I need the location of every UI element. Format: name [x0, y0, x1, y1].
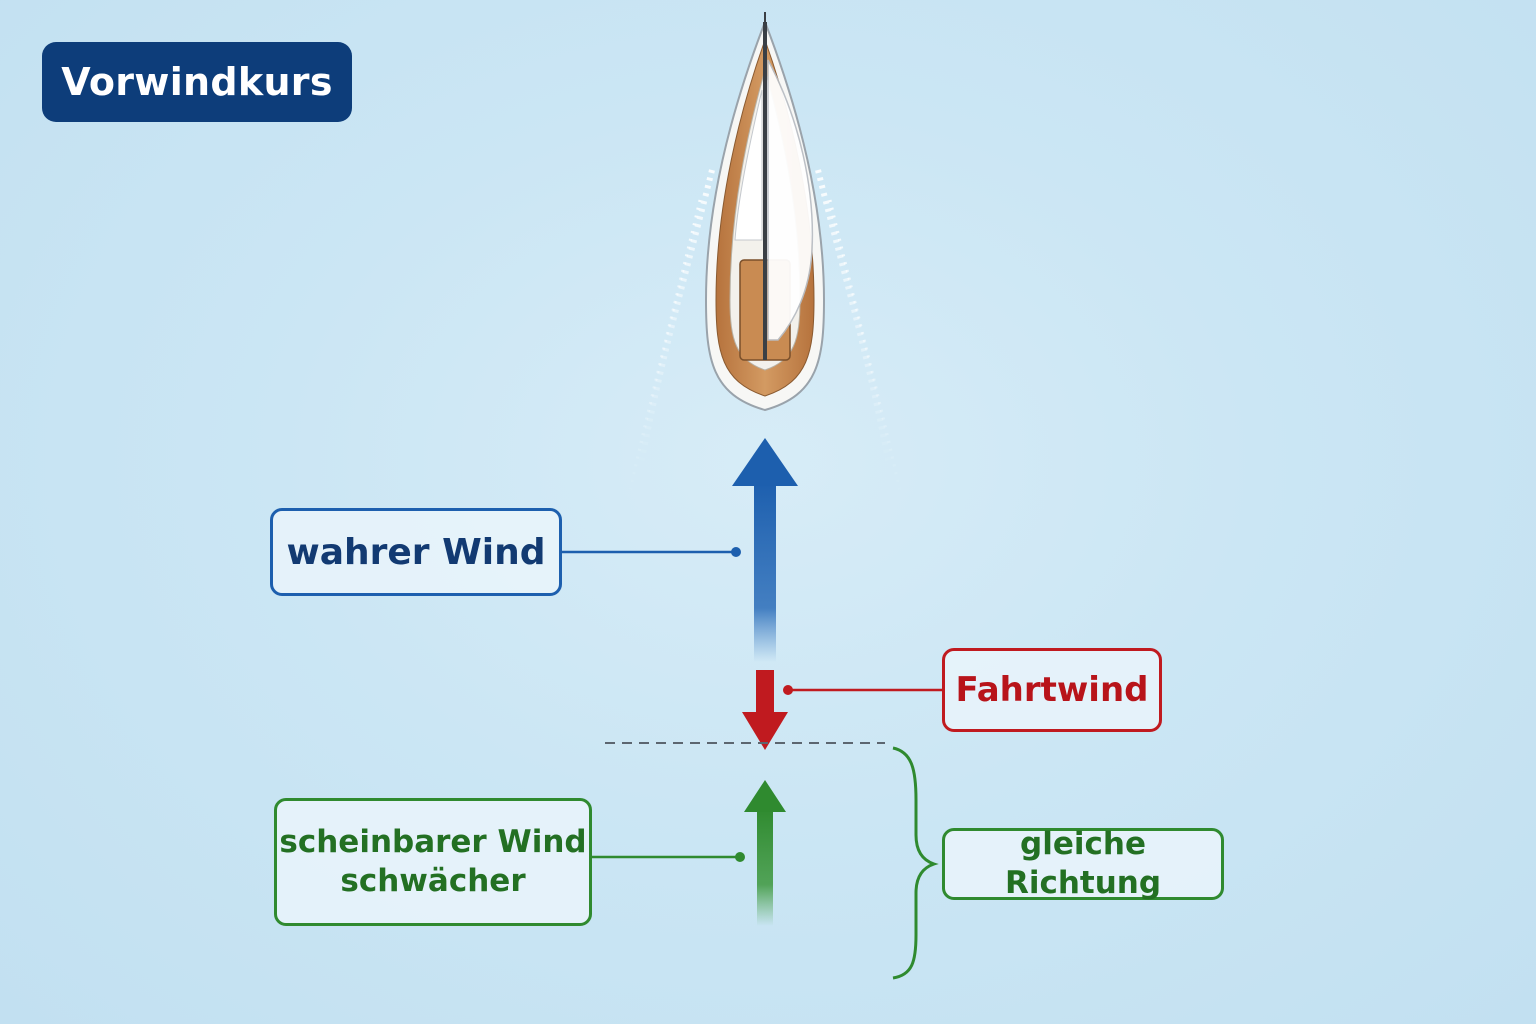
- boat-wake: [626, 169, 904, 501]
- headwind-label: Fahrtwind: [942, 648, 1162, 732]
- same-direction-label-text: gleiche Richtung: [1004, 826, 1162, 901]
- same-direction-label: gleiche Richtung: [942, 826, 1224, 901]
- true-wind-label: wahrer Wind: [270, 508, 562, 596]
- connector-headwind: [783, 685, 942, 695]
- apparent-wind-arrow-icon: [744, 780, 786, 926]
- headwind-label-text: Fahrtwind: [955, 669, 1149, 710]
- headwind-arrow-icon: [742, 670, 788, 750]
- apparent-wind-label: scheinbarer Wind schwächer: [274, 798, 592, 926]
- title-text: Vorwindkurs: [61, 60, 333, 104]
- connector-true-wind: [562, 547, 741, 557]
- apparent-wind-label-line1: scheinbarer Wind: [279, 824, 587, 861]
- title-badge: Vorwindkurs: [42, 42, 352, 122]
- true-wind-label-text: wahrer Wind: [286, 531, 546, 573]
- apparent-wind-label-line2: schwächer: [340, 863, 526, 899]
- true-wind-arrow-icon: [732, 438, 798, 662]
- connector-apparent-wind: [592, 852, 745, 862]
- same-direction-brace: [892, 746, 939, 980]
- sailboat-top-view-icon: [704, 12, 826, 412]
